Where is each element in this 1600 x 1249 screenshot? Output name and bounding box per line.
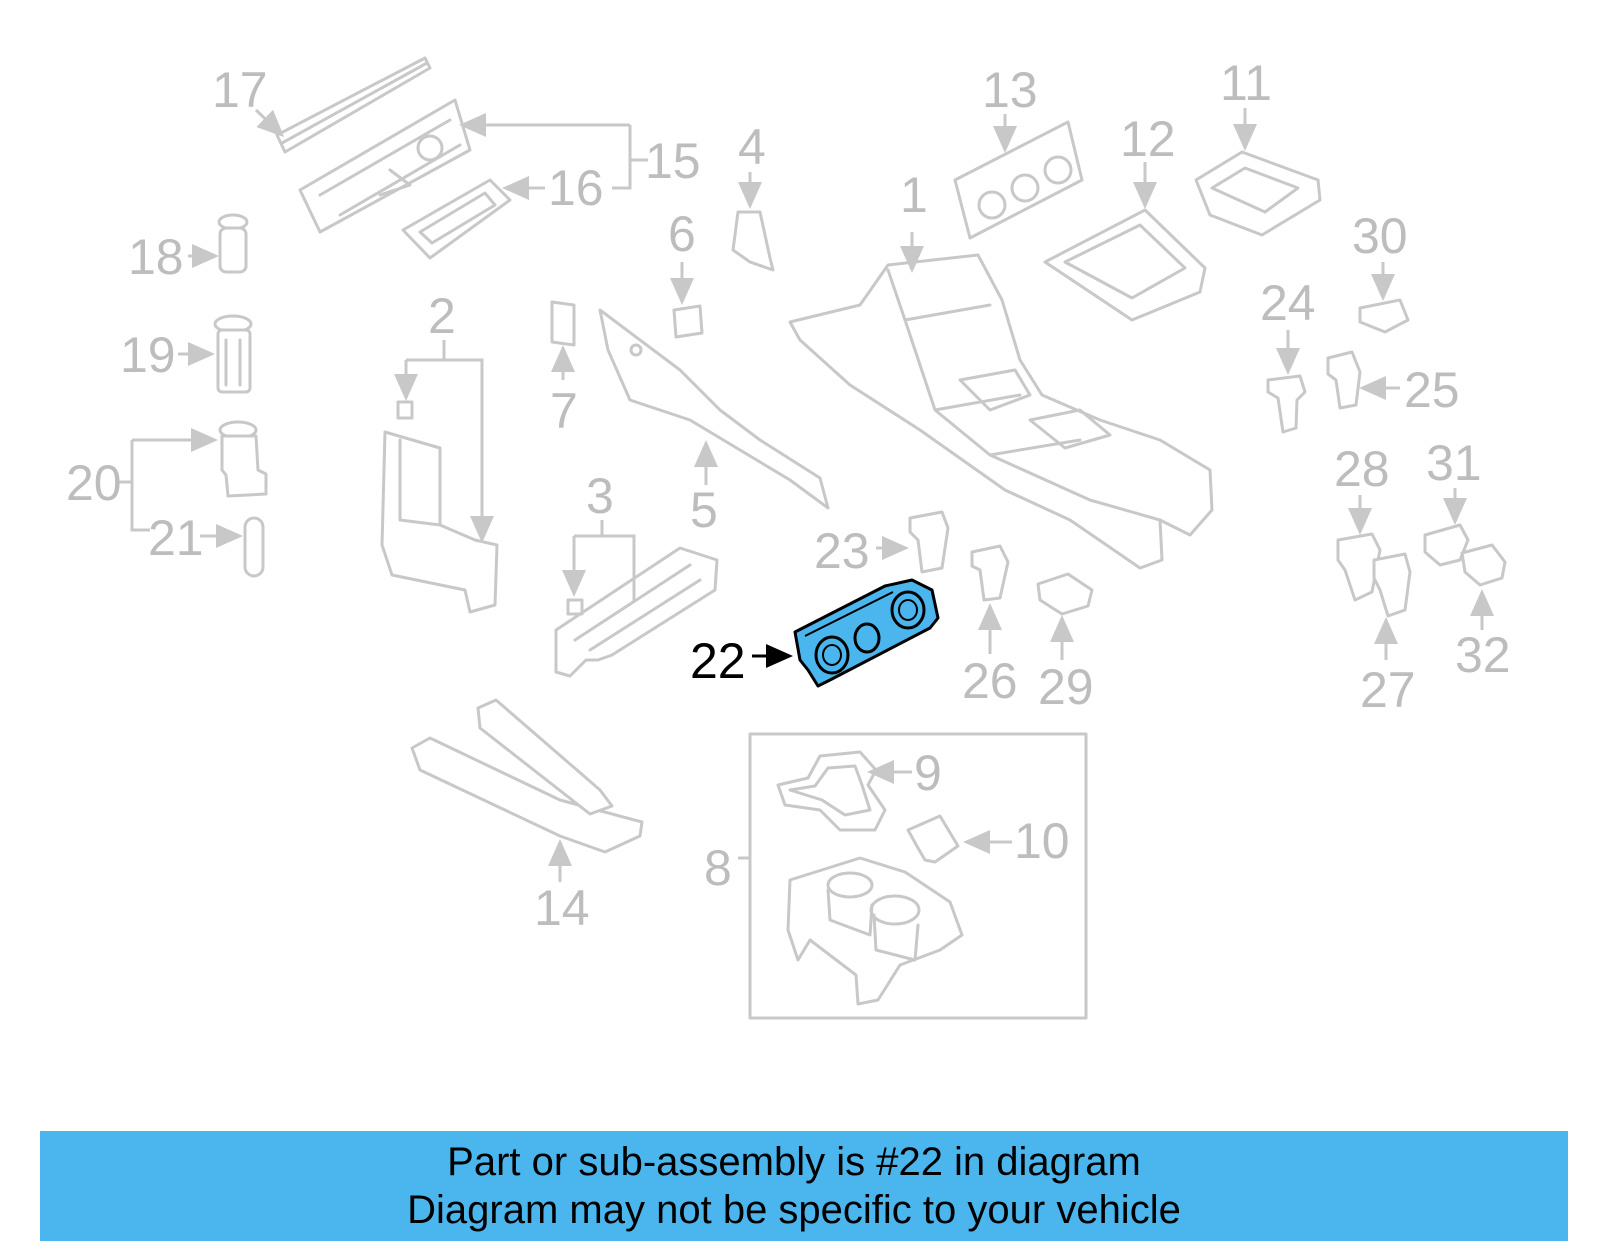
part-13-control-panel — [953, 114, 1084, 240]
part-5-side-trim — [598, 308, 830, 510]
part-30-switch — [1358, 262, 1410, 334]
callout-19: 19 — [120, 327, 176, 383]
part-7-clip — [550, 300, 576, 380]
banner-line-1: Part or sub-assembly is #22 in diagram — [447, 1140, 1141, 1184]
callout-17: 17 — [212, 62, 268, 118]
callout-labels: 17 15 16 18 19 20 21 2 7 6 4 5 3 1 13 12… — [66, 55, 1511, 936]
part-26-switch — [970, 544, 1010, 654]
callout-29: 29 — [1038, 659, 1094, 715]
part-24-switch — [1266, 330, 1307, 434]
part-28-switch — [1336, 495, 1382, 602]
callout-24: 24 — [1260, 275, 1316, 331]
callout-15: 15 — [645, 133, 701, 189]
callout-9: 9 — [914, 745, 942, 801]
callout-30: 30 — [1352, 208, 1408, 264]
part-22-climate-control-panel[interactable] — [752, 578, 940, 688]
callout-12: 12 — [1120, 111, 1176, 167]
callout-8: 8 — [704, 840, 732, 896]
part-2-side-panel — [380, 340, 499, 614]
callout-18: 18 — [128, 229, 184, 285]
callout-4: 4 — [738, 119, 766, 175]
part-23-switch — [876, 510, 950, 574]
callout-20: 20 — [66, 455, 122, 511]
callout-31: 31 — [1426, 435, 1482, 491]
part-9-liner — [776, 750, 912, 832]
callout-3: 3 — [586, 468, 614, 524]
part-15-bezel — [298, 98, 648, 234]
callout-2: 2 — [428, 288, 456, 344]
callout-21: 21 — [148, 510, 204, 566]
callout-6: 6 — [668, 206, 696, 262]
part-25-switch — [1326, 350, 1400, 410]
callout-25: 25 — [1404, 362, 1460, 418]
callout-7: 7 — [550, 383, 578, 439]
part-8-cupholder-group — [738, 732, 1088, 1020]
callout-27: 27 — [1360, 662, 1416, 718]
callout-26: 26 — [962, 653, 1018, 709]
banner-line-2: Diagram may not be specific to your vehi… — [407, 1188, 1181, 1232]
callout-11: 11 — [1220, 55, 1272, 111]
callout-13: 13 — [982, 62, 1038, 118]
part-1-center-console — [788, 232, 1214, 570]
callout-28: 28 — [1334, 441, 1390, 497]
callout-16: 16 — [548, 160, 604, 216]
part-20-socket-assembly — [118, 420, 268, 532]
part-27-switch — [1372, 552, 1412, 660]
callout-14: 14 — [534, 880, 590, 936]
part-32-switch — [1460, 543, 1507, 630]
part-21-pin — [200, 516, 265, 578]
callout-32: 32 — [1455, 627, 1511, 683]
part-31-switch — [1423, 488, 1470, 567]
callout-22[interactable]: 22 — [690, 633, 746, 689]
part-11-shift-boot — [1194, 108, 1322, 237]
callout-5: 5 — [690, 482, 718, 538]
part-16-insert — [401, 176, 545, 260]
callout-1: 1 — [900, 167, 928, 223]
info-banner: Part or sub-assembly is #22 in diagram D… — [40, 1131, 1568, 1241]
part-4-clip — [731, 172, 775, 272]
part-14-air-duct — [410, 698, 644, 882]
part-10-liner-small — [906, 814, 1012, 864]
callout-10: 10 — [1014, 813, 1070, 869]
part-29-switch — [1036, 572, 1094, 660]
callout-23: 23 — [814, 523, 870, 579]
part-17-trim-strip — [254, 56, 432, 154]
part-18-plug — [188, 213, 249, 274]
part-12-tray — [1043, 162, 1207, 322]
part-3-bracket — [554, 520, 719, 678]
part-6-clip — [670, 262, 704, 339]
part-19-socket — [178, 314, 253, 394]
